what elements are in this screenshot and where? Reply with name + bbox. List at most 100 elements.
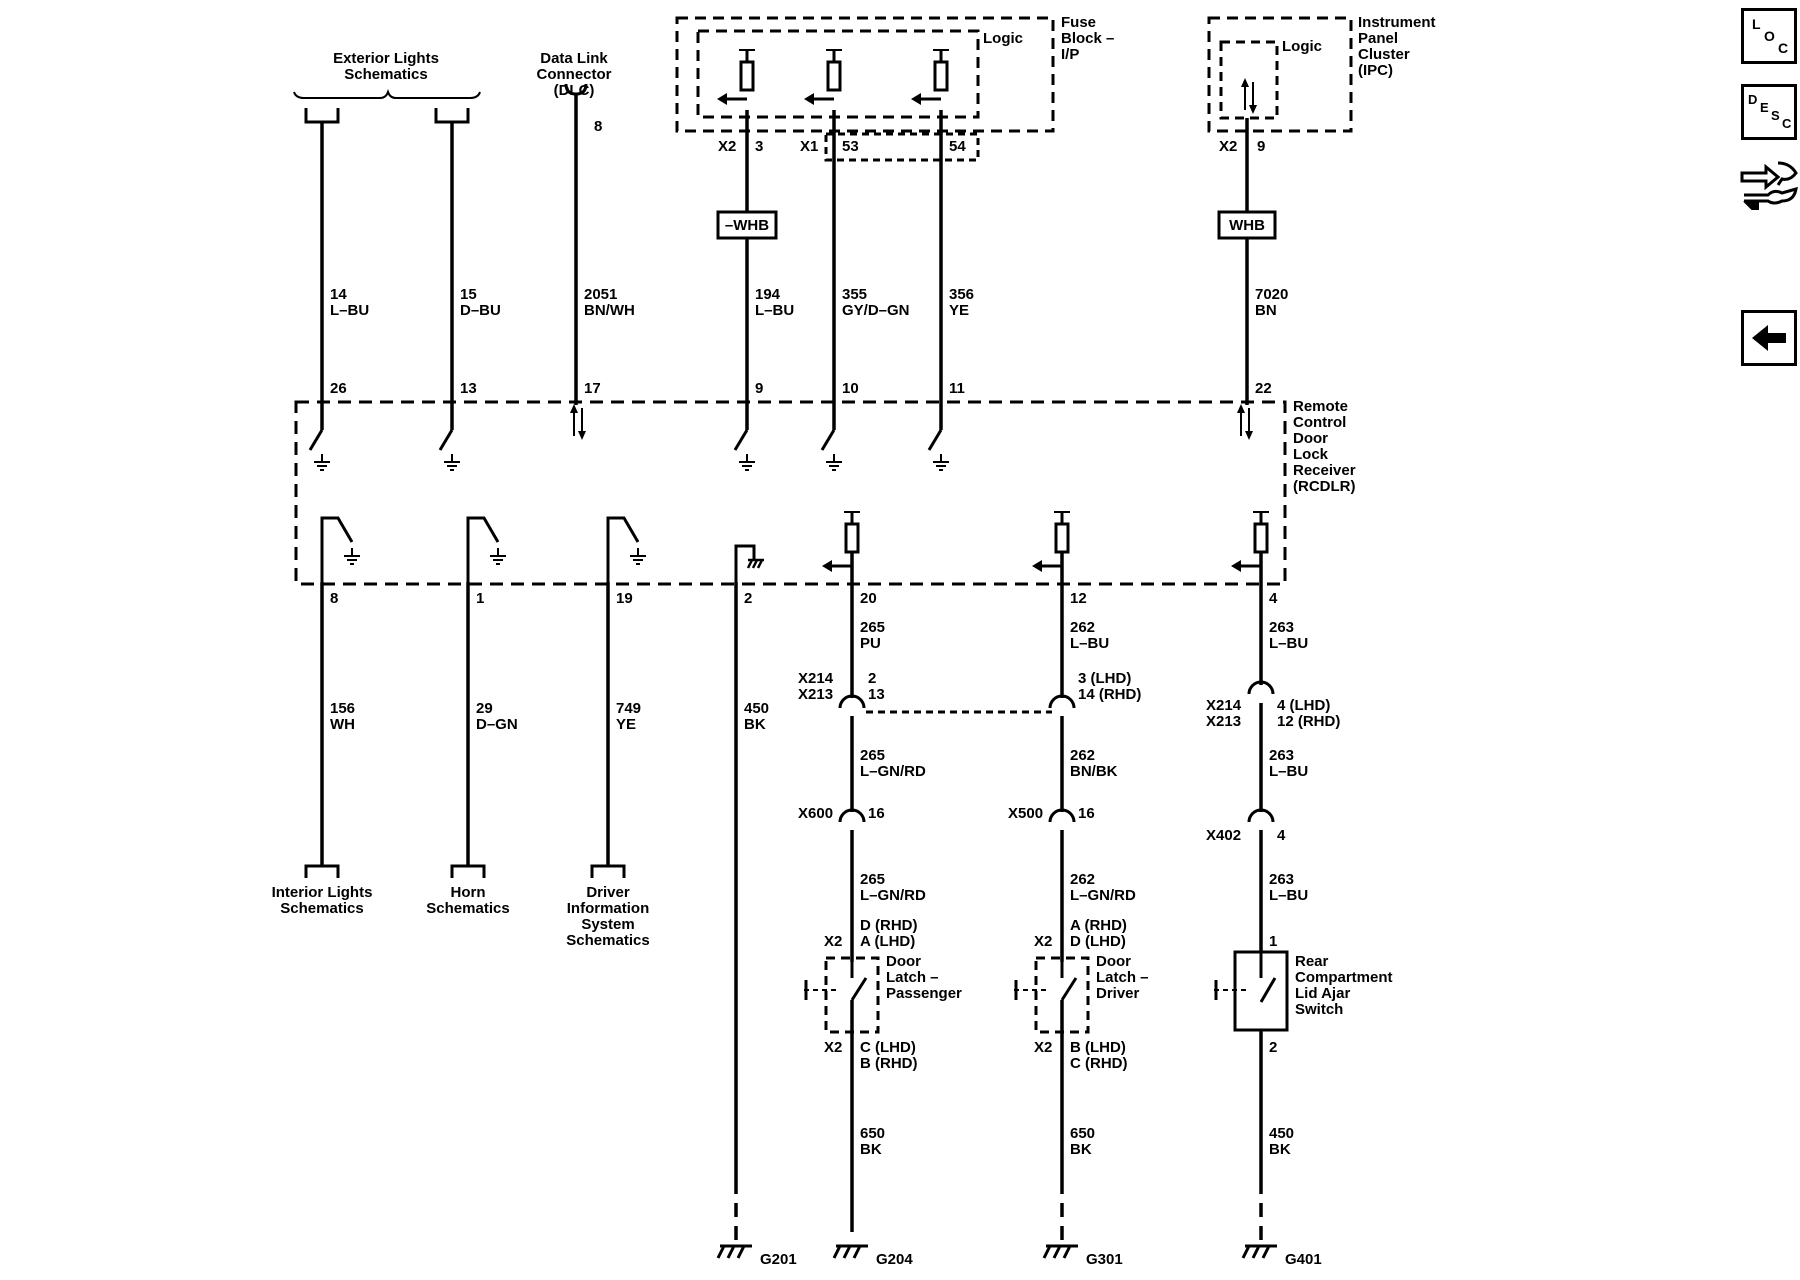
fuse-x2-label: X2 xyxy=(718,138,736,155)
ipc-pin-9-label: 9 xyxy=(1257,138,1265,155)
upper-wire-0-circuit: 14 xyxy=(330,286,347,303)
rcdlr-lower-switches xyxy=(320,516,756,582)
rear-compartment-switch-symbol xyxy=(1214,950,1289,1032)
door-latch-passenger-symbol xyxy=(804,956,880,1034)
lower-wire-2-color: YE xyxy=(616,716,636,733)
passenger-pins-bottom-label: C (LHD)B (RHD) xyxy=(860,1039,918,1072)
ipc-x2-label: X2 xyxy=(1219,138,1237,155)
back-button[interactable] xyxy=(1741,310,1797,366)
upper-wire-2-pin: 17 xyxy=(584,380,601,397)
desc-button[interactable]: D E S C xyxy=(1741,84,1797,140)
lower-pin-5: 12 xyxy=(1070,590,1087,607)
upper-wire-6-color: BN xyxy=(1255,302,1277,319)
driver-x2-bottom-label: X2 xyxy=(1034,1039,1052,1056)
lower-pin-3: 2 xyxy=(744,590,752,607)
x600-pin-label: 16 xyxy=(868,805,885,822)
x402-label: X402 xyxy=(1206,827,1241,844)
x500-label: X500 xyxy=(1008,805,1043,822)
lower-pin-4: 20 xyxy=(860,590,877,607)
g401-label: G401 xyxy=(1285,1251,1322,1268)
upper-wire-3-color: L–BU xyxy=(755,302,794,319)
whb-1-label: –WHB xyxy=(725,217,769,234)
upper-wire-1-circuit: 15 xyxy=(460,286,477,303)
bottom-ref-connectors xyxy=(304,864,626,878)
upper-wire-5-color: YE xyxy=(949,302,969,319)
chassis-ground-symbol xyxy=(746,558,764,569)
driver-conn1-pins-label: 3 (LHD)14 (RHD) xyxy=(1078,670,1141,703)
lower-wire-1-circuit: 29 xyxy=(476,700,493,717)
loc-letter-c: C xyxy=(1778,40,1789,56)
back-arrow-icon xyxy=(1752,325,1786,351)
lower-pin-0: 8 xyxy=(330,590,338,607)
upper-wire-3-circuit: 194 xyxy=(755,286,781,303)
fuse-pin-54-label: 54 xyxy=(949,138,966,155)
loc-letter-l: L xyxy=(1752,16,1761,32)
upper-wire-3-pin: 9 xyxy=(755,380,763,397)
lower-wires xyxy=(320,552,1263,1232)
passenger-x2-bottom-label: X2 xyxy=(824,1039,842,1056)
rear-conn1-pins-label: 4 (LHD)12 (RHD) xyxy=(1277,697,1340,730)
driver-pins-top-label: A (RHD)D (LHD) xyxy=(1070,917,1127,950)
desc-letter-d: D xyxy=(1748,92,1758,107)
loc-button[interactable]: L O C xyxy=(1741,8,1797,64)
lower-wire-2-circuit: 749 xyxy=(616,700,641,717)
upper-wire-2-color: BN/WH xyxy=(584,302,635,319)
passenger-pins-top-label: D (RHD)A (LHD) xyxy=(860,917,918,950)
x402-pin-label: 4 xyxy=(1277,827,1286,844)
lower-wire-3-circuit: 450 xyxy=(744,700,769,717)
door-latch-driver-symbol xyxy=(1014,956,1090,1034)
upper-wire-1-pin: 13 xyxy=(460,380,477,397)
desc-letter-s: S xyxy=(1771,108,1780,123)
lower-pin-1: 1 xyxy=(476,590,484,607)
desc-letter-c: C xyxy=(1782,116,1792,131)
upper-wire-1-color: D–BU xyxy=(460,302,501,319)
ipc-logic-label: Logic xyxy=(1282,38,1322,55)
passenger-x2-top-label: X2 xyxy=(824,933,842,950)
lower-pin-2: 19 xyxy=(616,590,633,607)
driver-x2-top-label: X2 xyxy=(1034,933,1052,950)
repair-tool-icon[interactable] xyxy=(1738,155,1800,217)
rcdlr-module-box xyxy=(294,400,1287,586)
driver-pins-bottom-label: B (LHD)C (RHD) xyxy=(1070,1039,1128,1072)
g301-label: G301 xyxy=(1086,1251,1123,1268)
fuse-block xyxy=(675,16,1055,162)
fuse-logic-label: Logic xyxy=(983,30,1023,47)
rear-switch-pin-1-label: 1 xyxy=(1269,933,1277,950)
rear-switch-pin-2-label: 2 xyxy=(1269,1039,1277,1056)
upper-wire-2-circuit: 2051 xyxy=(584,286,617,303)
fuse-pin-3-label: 3 xyxy=(755,138,763,155)
upper-wire-5-pin: 11 xyxy=(949,380,965,397)
whb-2-label: WHB xyxy=(1229,217,1265,234)
lower-pin-6: 4 xyxy=(1269,590,1278,607)
whb-box-1 xyxy=(716,210,778,240)
upper-wire-5-circuit: 356 xyxy=(949,286,974,303)
upper-wires xyxy=(320,94,1249,430)
upper-wire-0-pin: 26 xyxy=(330,380,347,397)
upper-wire-4-color: GY/D–GN xyxy=(842,302,910,319)
fuse-x1-label: X1 xyxy=(800,138,818,155)
lower-wire-1-color: D–GN xyxy=(476,716,518,733)
instrument-panel-cluster xyxy=(1207,16,1353,133)
upper-wire-4-circuit: 355 xyxy=(842,286,867,303)
desc-letter-e: E xyxy=(1760,100,1769,115)
g201-label: G201 xyxy=(760,1251,797,1268)
lower-wire-0-color: WH xyxy=(330,716,355,733)
